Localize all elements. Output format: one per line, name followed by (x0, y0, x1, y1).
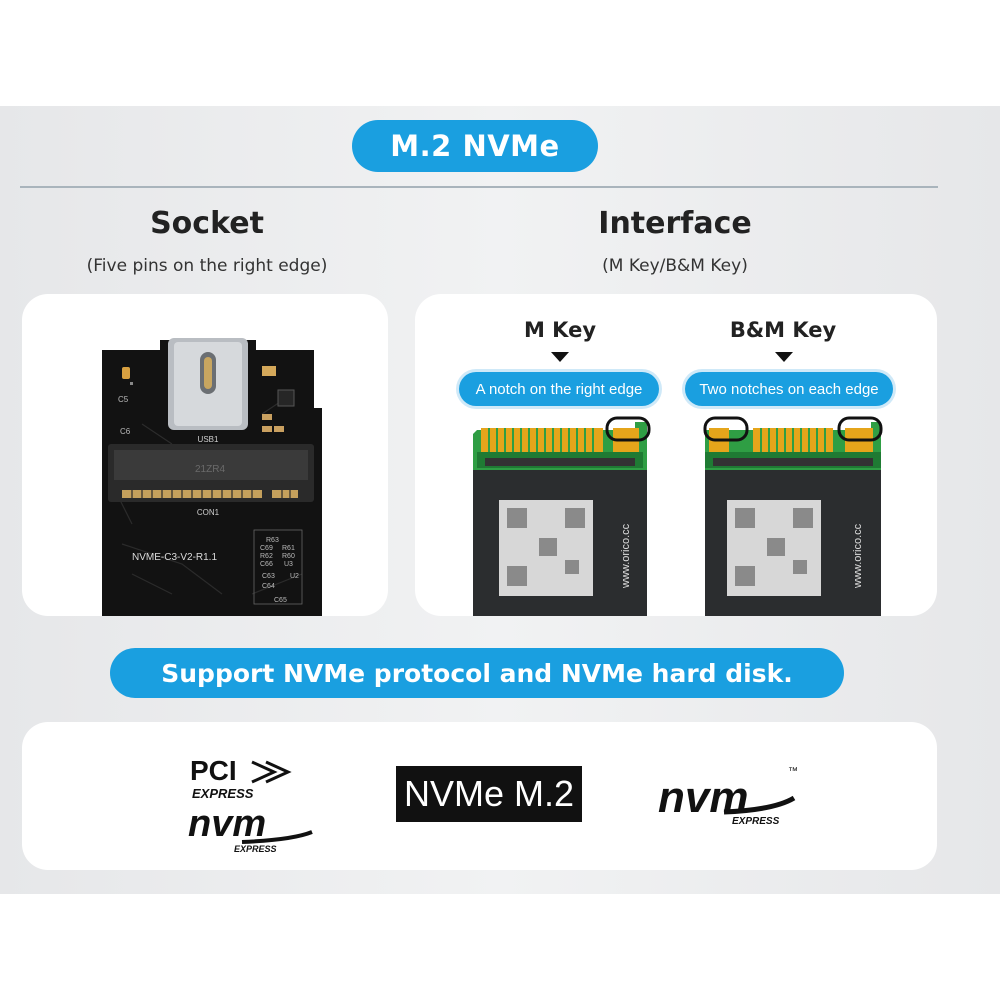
nvm-express-text: EXPRESS (234, 844, 277, 854)
nvme-m2-logo: NVMe M.2 (396, 766, 582, 822)
nvme-m2-text: NVMe M.2 (404, 773, 574, 814)
c66-label: C66 (260, 561, 273, 568)
r63-label: R63 (266, 537, 279, 544)
divider (20, 186, 938, 188)
nvm-express-logo-text: nvm (658, 773, 748, 822)
m-key-notch-marker (605, 416, 651, 442)
page-title: M.2 NVMe (352, 120, 598, 172)
con-label: CON1 (197, 508, 220, 517)
m-key-ssd: www.orico.cc (473, 416, 651, 616)
bm-key-brand: www.orico.cc (852, 523, 864, 589)
trademark-symbol: ™ (788, 766, 798, 777)
usb-label: USB1 (198, 435, 219, 444)
m-key-brand: www.orico.cc (620, 523, 632, 589)
m-key-label: M Key (523, 318, 597, 342)
nvm-express-logo-sub: EXPRESS (732, 816, 780, 827)
board-model: NVME-C3-V2-R1.1 (132, 552, 217, 563)
c63-label: C63 (262, 573, 275, 580)
r60-label: R60 (282, 553, 295, 560)
c65-label: C65 (274, 597, 287, 604)
u2-label: U2 (290, 573, 299, 580)
socket-subheading: (Five pins on the right edge) (86, 256, 328, 276)
adapter-board-image: USB1 C5 C6 21ZR4 CON1 NVME-C3-V2-R1.1 R6… (102, 338, 322, 616)
m-key-arrow (551, 352, 569, 362)
bm-key-arrow (775, 352, 793, 362)
c64-label: C64 (262, 583, 275, 590)
c69-label: C69 (260, 545, 273, 552)
r62-label: R62 (260, 553, 273, 560)
led-component (122, 367, 130, 379)
pci-text: PCI (190, 755, 237, 786)
c6-label: C6 (120, 427, 131, 436)
nvm-express-logo: nvm EXPRESS ™ (658, 766, 798, 827)
bm-key-label: B&M Key (729, 318, 837, 342)
m-key-note: A notch on the right edge (459, 372, 659, 406)
socket-chip-text: 21ZR4 (195, 464, 225, 475)
ssd-images: www.orico.cc www.orico.cc (473, 416, 883, 616)
interface-card: M Key A notch on the right edge B&M Key … (415, 294, 937, 616)
pci-express-text: EXPRESS (192, 786, 254, 801)
c5-label: C5 (118, 395, 129, 404)
bm-key-note: Two notches on each edge (685, 372, 893, 406)
u3-label: U3 (284, 561, 293, 568)
bm-key-notch-marker-right (837, 416, 883, 442)
r61-label: R61 (282, 545, 295, 552)
nvm-text: nvm (188, 803, 266, 845)
pci-express-nvm-logo: PCI EXPRESS nvm EXPRESS (188, 755, 313, 854)
socket-card: USB1 C5 C6 21ZR4 CON1 NVME-C3-V2-R1.1 R6… (22, 294, 388, 616)
socket-heading: Socket (150, 206, 264, 241)
logos-card: PCI EXPRESS nvm EXPRESS NVMe M.2 nvm EXP… (22, 722, 937, 870)
support-banner: Support NVMe protocol and NVMe hard disk… (110, 648, 844, 698)
interface-heading: Interface (598, 206, 752, 241)
bm-key-ssd: www.orico.cc (703, 416, 883, 616)
interface-subheading: (M Key/B&M Key) (602, 256, 748, 276)
bm-key-notch-marker-left (703, 416, 749, 442)
